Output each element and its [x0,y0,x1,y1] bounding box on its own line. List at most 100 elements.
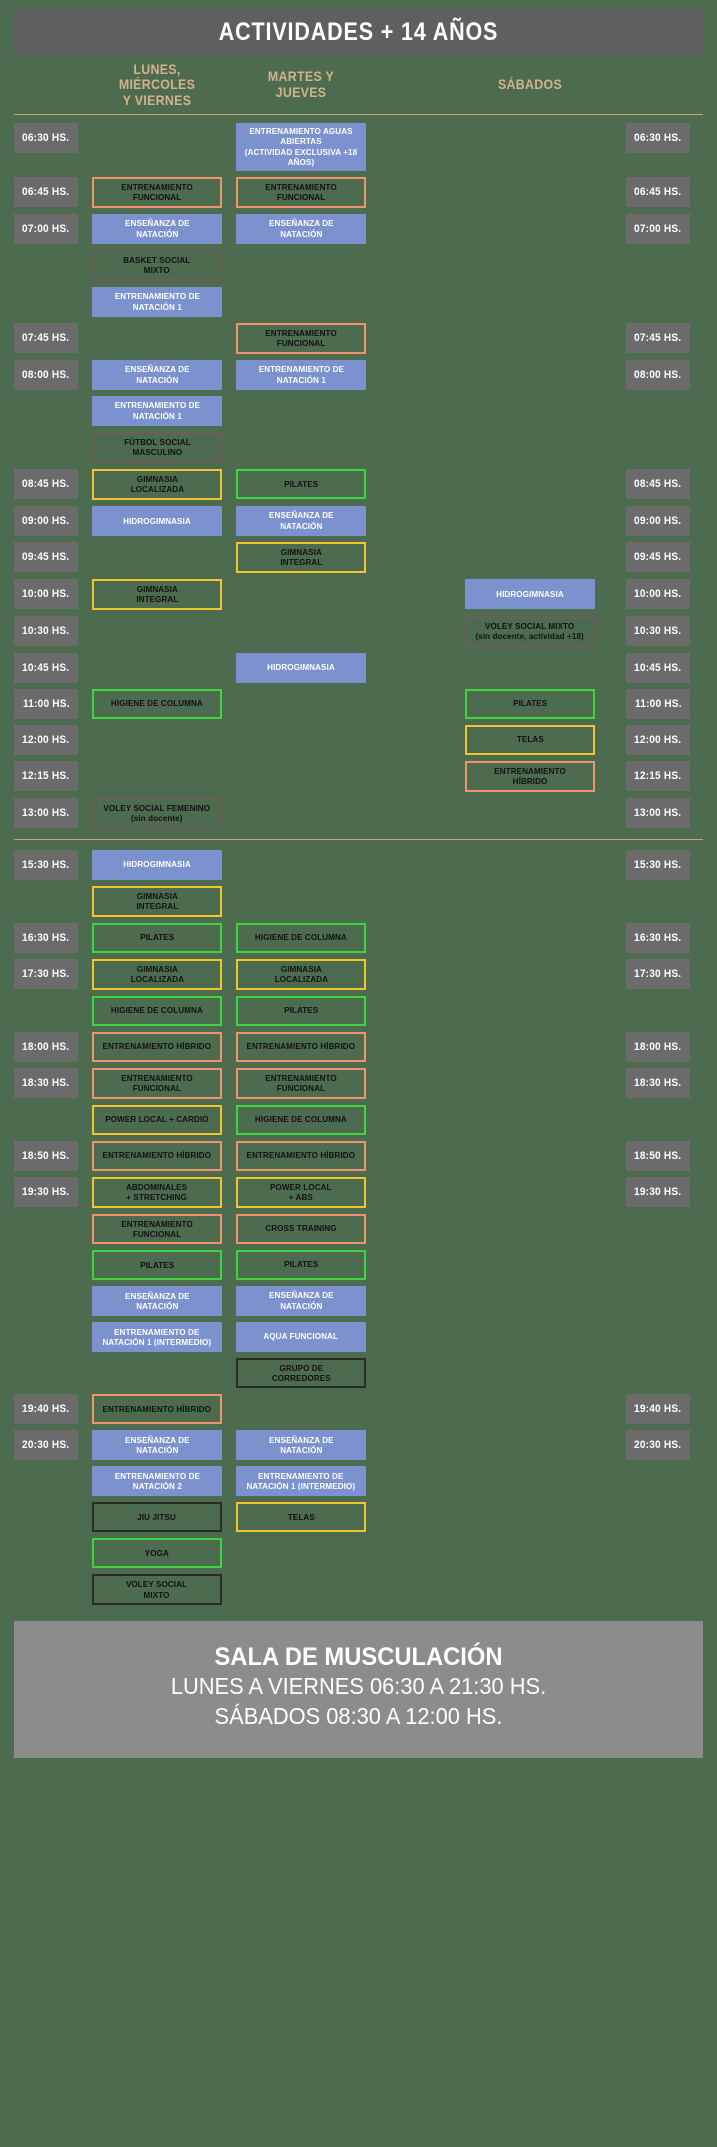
time-column-left: 17:30 HS. [14,958,78,1026]
time-label-right: 13:00 HS. [626,797,690,828]
activity-block[interactable]: ENTRENAMIENTO AGUAS ABIERTAS(ACTIVIDAD E… [236,123,366,171]
activity-block[interactable]: HIGIENE DE COLUMNA [92,995,222,1026]
day-label-line2: JUEVES [275,85,327,100]
gym-hours-footer: SALA DE MUSCULACIÓN LUNES A VIERNES 06:3… [14,1621,703,1759]
activity-block[interactable]: ENTRENAMIENTO HÍBRIDO [92,1031,222,1062]
activity-block[interactable]: HIDROGIMNASIA [92,505,222,536]
cell-sabados [465,1068,595,1135]
cell-lunes-miercoles-viernes: VOLEY SOCIAL FEMENINO(sin docente) [92,797,222,829]
activity-block[interactable]: PILATES [236,1249,366,1280]
activity-label: TELAS [287,1512,315,1523]
activity-block[interactable]: ENTRENAMIENTO HÍBRIDO [236,1140,366,1171]
activity-block[interactable]: ENTRENAMIENTO HÍBRIDO [92,1394,222,1425]
activity-block[interactable]: TELAS [236,1502,366,1533]
time-column-left: 19:40 HS. [14,1394,78,1425]
activity-block[interactable]: ENTRENAMIENTO HÍBRIDO [92,1140,222,1171]
activity-label: PILATES [512,698,548,709]
activity-block[interactable]: HIDROGIMNASIA [465,578,595,609]
time-column-left: 06:45 HS. [14,176,78,208]
activity-label: HIGIENE DE COLUMNA [255,1114,347,1125]
cell-sabados [465,923,595,953]
activity-label: POWER LOCAL+ ABS [270,1181,332,1203]
activity-block[interactable]: ABDOMINALES+ STRETCHING [92,1176,222,1208]
activity-block[interactable]: POWER LOCAL + CARDIO [92,1104,222,1135]
time-column-left: 18:50 HS. [14,1140,78,1171]
day-label-line2: Y VIERNES [122,92,192,108]
cell-sabados [465,177,595,208]
activity-block[interactable]: TELAS [465,724,595,755]
activity-label: HIGIENE DE COLUMNA [111,698,203,709]
activity-block[interactable]: HIGIENE DE COLUMNA [92,688,222,719]
activity-label: YOGA [144,1548,170,1559]
activity-label: ABDOMINALES+ STRETCHING [126,1181,188,1203]
time-column-right: 17:30 HS. [626,958,690,1026]
activity-block[interactable]: AQUA FUNCIONAL [236,1321,366,1352]
activity-block[interactable]: YOGA [92,1538,222,1569]
activity-block[interactable]: HIGIENE DE COLUMNA [236,922,366,953]
activity-block[interactable]: HIGIENE DE COLUMNA [236,1104,366,1135]
activity-block[interactable]: PILATES [236,468,366,499]
activity-block[interactable]: PILATES [465,688,595,719]
time-label-left: 07:45 HS. [14,322,78,353]
time-label-left: 16:30 HS. [14,922,78,953]
activity-block[interactable]: VOLEY SOCIAL MIXTO(sin docente, activida… [465,615,595,647]
activity-block[interactable]: PILATES [236,995,366,1026]
activity-block[interactable]: CROSS TRAINING [236,1213,366,1244]
time-column-left: 18:00 HS. [14,1031,78,1062]
time-column-left: 08:00 HS. [14,359,78,463]
time-column-right: 09:00 HS. [626,505,690,536]
activity-block[interactable]: ENTRENAMIENTO HÍBRIDO [236,1031,366,1062]
activity-block[interactable]: ENTRENAMIENTO FUNCIONAL [92,1067,222,1099]
activity-label: HIGIENE DE COLUMNA [111,1005,203,1016]
activity-block[interactable]: VOLEY SOCIAL FEMENINO(sin docente) [92,797,222,829]
activity-block[interactable]: HIDROGIMNASIA [236,652,366,683]
schedule-row: 10:30 HS.VOLEY SOCIAL MIXTO(sin docente,… [14,615,703,647]
activity-block[interactable]: HIDROGIMNASIA [92,849,222,880]
activity-label: PILATES [283,1005,319,1016]
activity-block[interactable]: POWER LOCAL+ ABS [236,1176,366,1208]
activity-block[interactable]: ENTRENAMIENTO FUNCIONAL [236,1067,366,1099]
activity-block[interactable]: PILATES [92,1250,222,1281]
activity-block[interactable]: JIU JITSU [92,1502,222,1533]
activity-block[interactable]: PILATES [92,922,222,953]
